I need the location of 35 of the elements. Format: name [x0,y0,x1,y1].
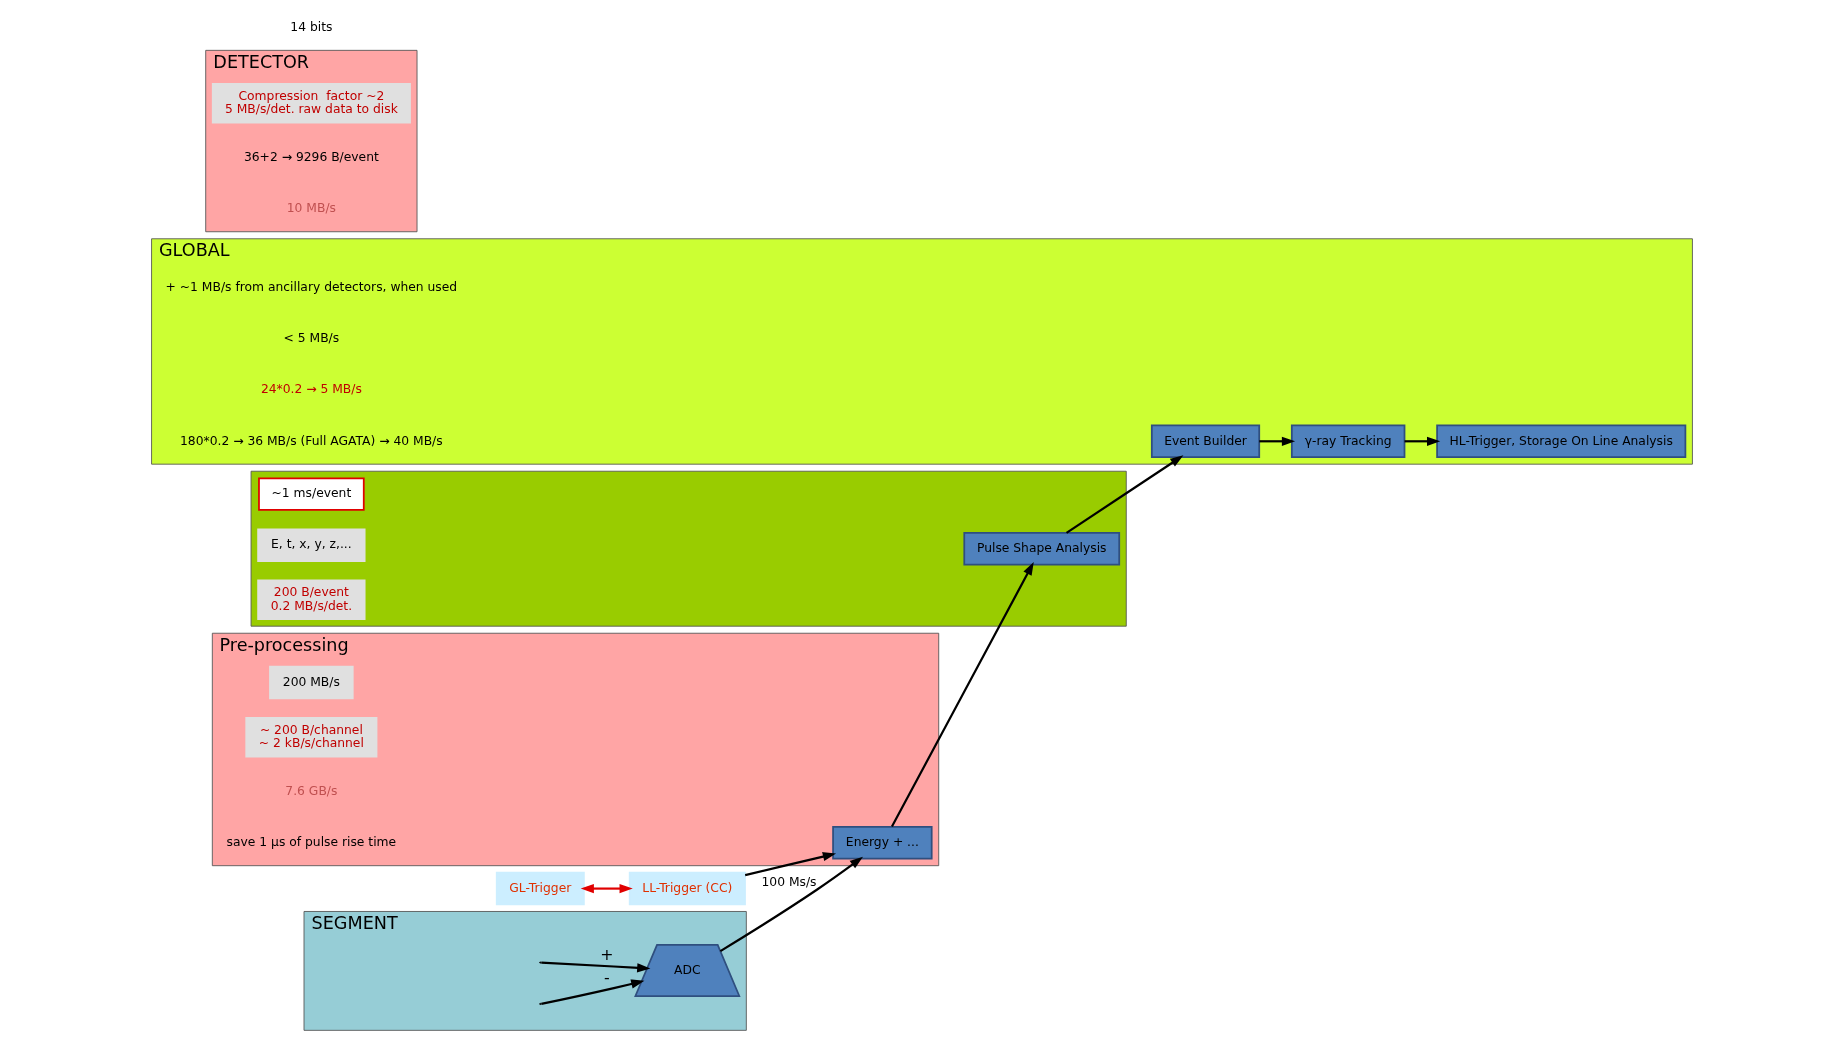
node-box: GL-Trigger [495,871,585,906]
label: + ~1 MB/s from ancillary detectors, when used [165,280,457,295]
arrow [1065,455,1183,534]
label: 7.6 GB/s [284,783,337,798]
arrow [1258,436,1295,446]
arrow [890,561,1034,828]
arrow [540,979,644,1005]
node-box: LL-Trigger (CC) [628,871,746,906]
node-box: Pulse Shape Analysis [962,532,1120,566]
cluster [250,470,1127,627]
node-box: ~1 ms/event [257,477,365,511]
arrow [580,883,633,894]
arrow [1404,436,1440,446]
label: 14 bits [289,19,332,34]
node-box: HL-Trigger, Storage On Line Analysis [1435,424,1686,458]
node-box: Compression factor ~2 5 MB/s/det. raw data to disk [211,82,411,124]
label: 36+2 → 9296 B/event [243,150,379,165]
label: save 1 µs of pulse rise time [226,835,396,850]
node-box: Event Builder [1150,424,1260,458]
node-box: ~ 200 B/channel ~ 2 kB/s/channel [244,716,377,758]
label: 10 MB/s [286,201,336,216]
arrow [540,961,650,973]
node-box: γ-ray Tracking [1290,424,1405,458]
label: 24*0.2 → 5 MB/s [260,382,362,397]
label: < 5 MB/s [283,331,339,346]
arrow [744,852,836,877]
edge-label: - [603,968,610,988]
label: 180*0.2 → 36 MB/s (Full AGATA) → 40 MB/s [179,433,443,448]
edge-label: + [599,945,613,965]
node-box: 200 B/event 0.2 MB/s/det. [256,579,366,621]
edge-label: 100 Ms/s [761,875,817,890]
node-box: Energy + ... [831,826,933,860]
node-box: 200 MB/s [268,665,354,700]
arrow [719,856,863,952]
node-box: E, t, x, y, z,... [256,528,366,562]
